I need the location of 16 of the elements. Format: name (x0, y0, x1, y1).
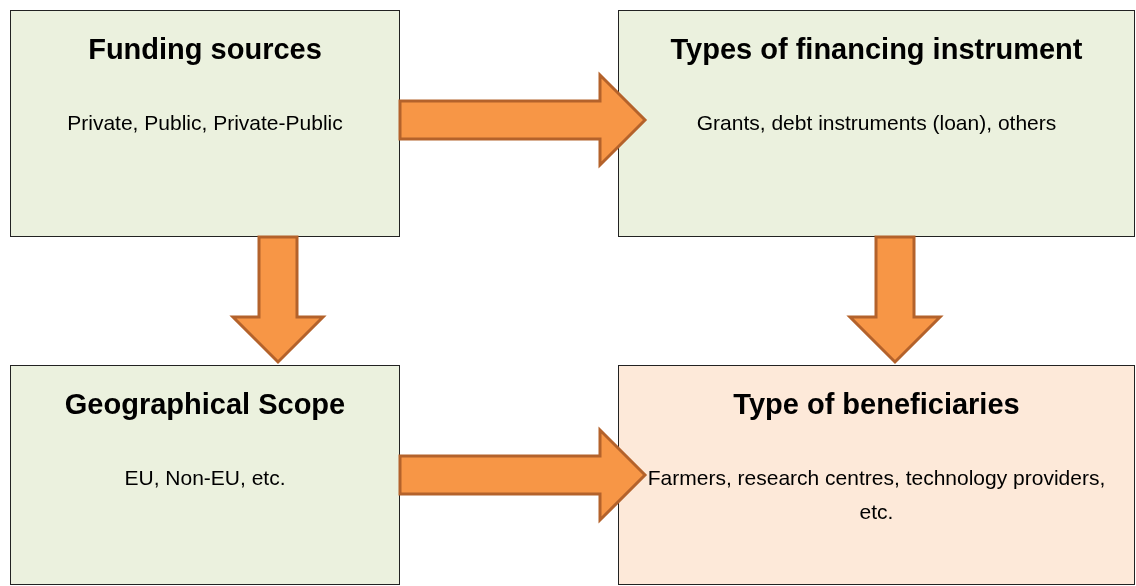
text-box (10, 10, 400, 237)
block-arrow (398, 426, 648, 524)
block-arrow (398, 71, 648, 169)
block-arrow (846, 235, 944, 365)
heading: Geographical Scope (63, 388, 347, 421)
text-box (618, 365, 1135, 585)
body-text: Private, Public, Private-Public (66, 110, 344, 136)
text-box (618, 10, 1135, 237)
heading: Types of financing instrument (669, 33, 1084, 66)
heading: Funding sources (87, 33, 323, 66)
block-arrow (229, 235, 327, 365)
body-text: Farmers, research centres, technology providers, etc. (646, 465, 1107, 525)
text-box (10, 365, 400, 585)
body-text: EU, Non-EU, etc. (123, 465, 287, 491)
body-text: Grants, debt instruments (loan), others (695, 110, 1058, 136)
heading: Type of beneficiaries (732, 388, 1021, 421)
